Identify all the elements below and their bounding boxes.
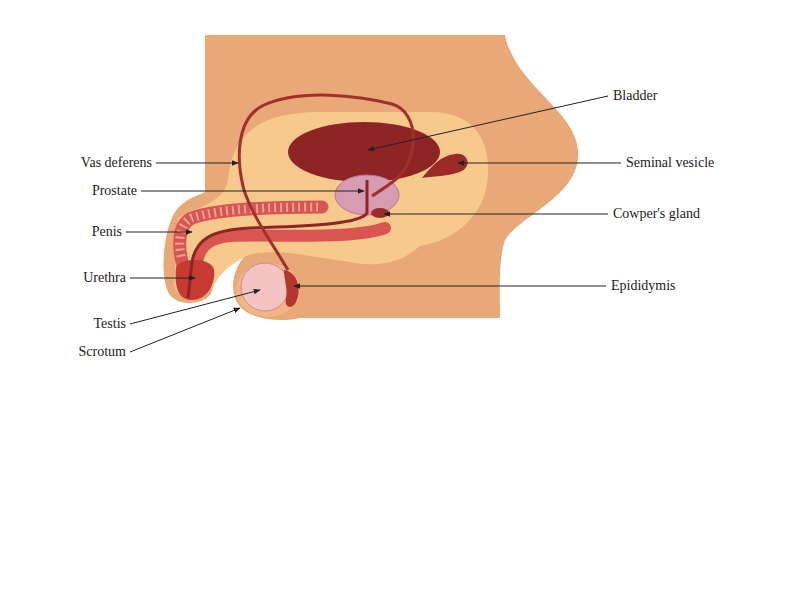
part-label: Scrotum xyxy=(77,343,128,361)
leader-line xyxy=(458,163,621,164)
leader-line xyxy=(130,278,195,279)
cowpers-gland-shape xyxy=(371,208,389,218)
part-label: Seminal vesicle xyxy=(624,154,716,172)
scrotum-shape xyxy=(236,263,300,317)
part-label: Cowper's gland xyxy=(611,205,702,223)
part-label: Testis xyxy=(92,315,128,333)
leader-line xyxy=(368,96,608,150)
leader-line xyxy=(294,286,606,287)
corpus-spongiosum xyxy=(196,228,385,268)
part-label: Epididymis xyxy=(609,277,678,295)
part-label: Urethra xyxy=(81,269,128,287)
leader-line xyxy=(156,163,238,164)
testis-shape xyxy=(241,263,289,311)
part-label: Prostate xyxy=(90,182,139,200)
leader-line xyxy=(130,290,260,324)
body-silhouette xyxy=(164,35,579,320)
leader-line xyxy=(384,214,608,215)
leader-lines xyxy=(126,96,621,352)
glans xyxy=(176,260,215,300)
bladder-shape xyxy=(288,122,440,182)
pelvic-region xyxy=(174,112,488,298)
part-label: Bladder xyxy=(611,87,659,105)
vas-deferens-tube xyxy=(239,95,413,270)
seminal-vesicle-shape xyxy=(422,154,468,178)
leader-line xyxy=(141,191,364,192)
leader-line xyxy=(126,232,192,233)
epididymis-shape xyxy=(284,270,299,307)
leader-line xyxy=(130,308,240,352)
part-label: Penis xyxy=(90,223,124,241)
part-label: Vas deferens xyxy=(79,154,154,172)
